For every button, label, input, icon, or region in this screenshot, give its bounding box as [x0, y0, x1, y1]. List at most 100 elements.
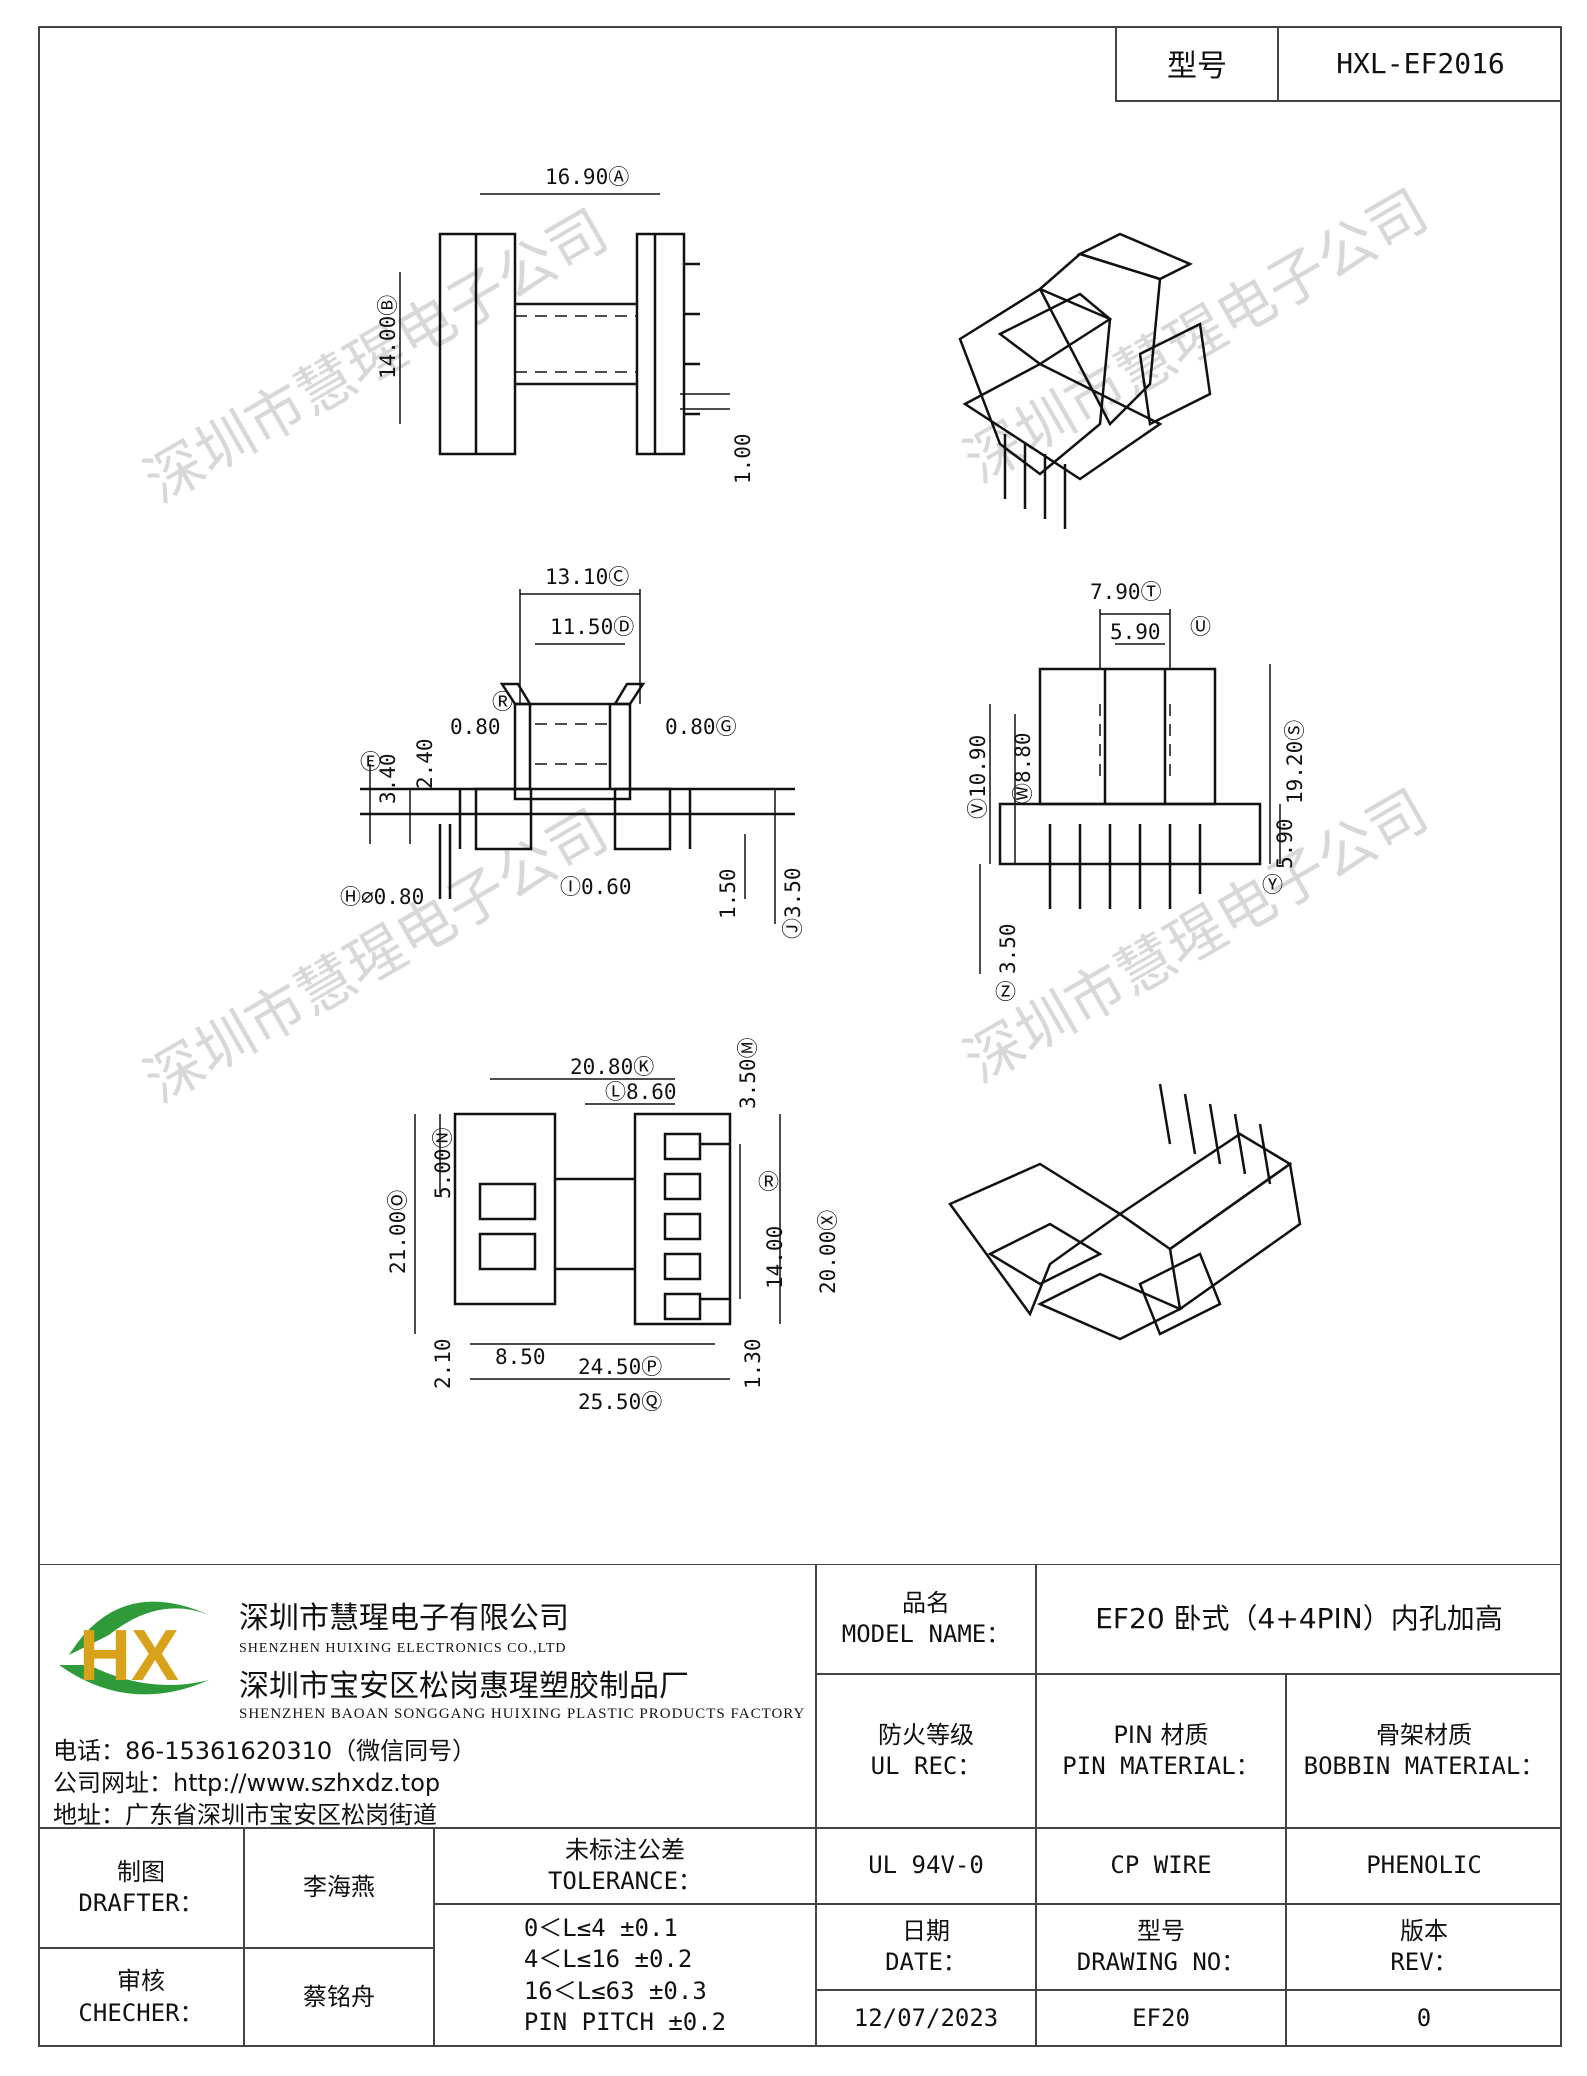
- checker-value-text: 蔡铭舟: [303, 1982, 375, 2011]
- rev-value-text: 0: [1416, 2003, 1432, 2032]
- tolerance-line: 16＜L≤63 ±0.3: [523, 1976, 707, 2005]
- drafter-value-text: 李海燕: [303, 1873, 375, 1902]
- logo-text: HX: [79, 1616, 179, 1696]
- model-name-label-en: MODEL NAME：: [841, 1620, 1011, 1648]
- company-logo: HX: [59, 1601, 209, 1696]
- dim-t2-letter: Ⓤ: [1190, 615, 1211, 639]
- watermarks: 深圳市慧瑆电子公司 深圳市慧瑆电子公司 深圳市慧瑆电子公司 深圳市慧瑆电子公司: [133, 176, 1439, 1116]
- checker-value: 蔡铭舟: [244, 1948, 434, 2047]
- model-name-value-text: EF20 卧式（4+4PIN）内孔加高: [1095, 1601, 1503, 1635]
- pin-material-label-en: PIN MATERIAL：: [1062, 1752, 1260, 1780]
- bobbin-material-label: 骨架材质 BOBBIN MATERIAL：: [1286, 1674, 1562, 1828]
- dim-k: 20.80Ⓚ: [570, 1055, 654, 1079]
- view-top: [399, 193, 730, 456]
- rev-label-cn: 版本: [1400, 1916, 1448, 1945]
- dim-y-letter: Ⓨ: [1262, 873, 1283, 897]
- date-label: 日期 DATE：: [816, 1904, 1036, 1990]
- model-number-box: 型号 HXL-EF2016: [1115, 26, 1562, 102]
- drawing-no-label: 型号 DRAWING NO：: [1036, 1904, 1286, 1990]
- pin-material-label-cn: PIN 材质: [1113, 1720, 1209, 1749]
- drafter-label-cn: 制图: [117, 1857, 165, 1886]
- fire-value-text: UL 94V-0: [868, 1851, 984, 1880]
- factory-name-cn: 深圳市宝安区松岗惠瑆塑胶制品厂: [239, 1669, 689, 1704]
- dim-z-letter: Ⓩ: [995, 980, 1016, 1004]
- factory-name-en: SHENZHEN BAOAN SONGGANG HUIXING PLASTIC …: [239, 1706, 806, 1722]
- bobbin-material-value-text: PHENOLIC: [1366, 1851, 1482, 1880]
- dim-z1: 3.50: [996, 923, 1020, 974]
- rev-value: 0: [1286, 1990, 1562, 2047]
- dim-n: 5.00Ⓝ: [431, 1127, 455, 1199]
- drawing-no-label-cn: 型号: [1137, 1916, 1185, 1945]
- drafter-label-en: DRAFTER：: [78, 1889, 204, 1917]
- view-bottom: [414, 1078, 781, 1380]
- tolerance-label-cn: 未标注公差: [565, 1835, 685, 1864]
- watermark-4: 深圳市慧瑆电子公司: [953, 776, 1439, 1096]
- drawing-no-value-text: EF20: [1132, 2003, 1190, 2032]
- dim-q2: 1.30: [741, 1338, 765, 1389]
- view-iso-bottom: [948, 1083, 1302, 1341]
- dim-h: Ⓗ⌀0.80: [340, 885, 424, 909]
- bobbin-material-label-en: BOBBIN MATERIAL：: [1303, 1752, 1545, 1780]
- model-name-label-cn: 品名: [902, 1588, 950, 1617]
- dim-y1: 5.90: [1273, 818, 1297, 869]
- tolerance-label-en: TOLERANCE：: [547, 1867, 703, 1895]
- view-iso-top: [958, 232, 1212, 529]
- title-block: HX 深圳市慧瑆电子有限公司 SHENZHEN HUIXING ELECTRON…: [38, 1564, 1562, 2047]
- dim-d2: 11.50Ⓓ: [550, 615, 634, 639]
- dim-o: 21.00Ⓞ: [386, 1190, 410, 1274]
- checker-label-en: CHECHER：: [78, 1998, 204, 2027]
- dim-t1: 7.90Ⓣ: [1090, 580, 1162, 604]
- date-value: 12/07/2023: [816, 1990, 1036, 2047]
- dim-e-letter: Ⓔ: [360, 750, 381, 774]
- company-address: 地址：广东省深圳市宝安区松岗街道: [53, 1801, 437, 1829]
- drawing-no-label-en: DRAWING NO：: [1076, 1948, 1246, 1976]
- company-name-cn: 深圳市慧瑆电子有限公司: [239, 1601, 569, 1636]
- dim-a: 16.90Ⓐ: [545, 165, 629, 189]
- pin-material-value: CP WIRE: [1036, 1828, 1286, 1904]
- rev-label: 版本 REV：: [1286, 1904, 1562, 1990]
- dim-q: 25.50Ⓠ: [578, 1390, 662, 1414]
- drafter-label: 制图 DRAFTER：: [38, 1828, 244, 1948]
- date-value-text: 12/07/2023: [853, 2003, 999, 2032]
- dim-s1: 19.20Ⓢ: [1283, 720, 1307, 804]
- dim-r: Ⓡ: [492, 690, 513, 714]
- dim-j2: Ⓙ3.50: [781, 867, 805, 939]
- dim-e: 3.40: [376, 753, 400, 804]
- dim-r2-val: 14.00: [763, 1226, 787, 1289]
- company-website: 公司网址：http://www.szhxdz.top: [53, 1769, 441, 1797]
- dim-b: 14.00Ⓑ: [376, 295, 400, 379]
- checker-label: 审核 CHECHER：: [38, 1948, 244, 2047]
- rev-label-en: REV：: [1390, 1948, 1458, 1976]
- dim-g: 0.80Ⓖ: [665, 715, 737, 739]
- company-phone: 电话：86-15361620310（微信同号）: [53, 1737, 477, 1765]
- dim-p: 24.50Ⓟ: [578, 1355, 662, 1379]
- watermark-3: 深圳市慧瑆电子公司: [133, 796, 619, 1116]
- model-name-label: 品名 MODEL NAME：: [816, 1564, 1036, 1674]
- dimension-labels: 16.90Ⓐ 14.00Ⓑ 1.00 13.10Ⓒ 11.50Ⓓ 3.40 Ⓔ …: [340, 165, 1307, 1414]
- fire-value: UL 94V-0: [816, 1828, 1036, 1904]
- pin-material-label: PIN 材质 PIN MATERIAL：: [1036, 1674, 1286, 1828]
- dim-l: Ⓛ8.60: [605, 1080, 677, 1104]
- view-front: [360, 589, 795, 924]
- date-label-cn: 日期: [902, 1916, 950, 1945]
- fire-label: 防火等级 UL REC：: [816, 1674, 1036, 1828]
- view-side: [979, 609, 1281, 974]
- dim-r2: Ⓡ: [758, 1170, 779, 1194]
- dim-p0: 2.10: [431, 1338, 455, 1389]
- company-info: HX 深圳市慧瑆电子有限公司 SHENZHEN HUIXING ELECTRON…: [38, 1564, 816, 1829]
- drawing-no-value: EF20: [1036, 1990, 1286, 2047]
- bobbin-material-label-cn: 骨架材质: [1376, 1720, 1472, 1749]
- dim-f1: 2.40: [413, 738, 437, 789]
- model-label: 型号: [1117, 26, 1279, 100]
- dim-i: Ⓘ0.60: [560, 875, 632, 899]
- dim-v1: Ⓥ10.90: [966, 735, 990, 819]
- dim-x: 20.00Ⓧ: [816, 1210, 840, 1294]
- dim-m: 3.50Ⓜ: [736, 1037, 760, 1109]
- model-value: HXL-EF2016: [1336, 46, 1505, 80]
- fire-label-cn: 防火等级: [878, 1720, 974, 1749]
- tolerance-label: 未标注公差 TOLERANCE：: [434, 1828, 816, 1904]
- dim-j1: 1.50: [716, 868, 740, 919]
- dim-t2: 5.90: [1110, 620, 1161, 644]
- checker-label-cn: 审核: [117, 1967, 165, 1996]
- drafter-value: 李海燕: [244, 1828, 434, 1948]
